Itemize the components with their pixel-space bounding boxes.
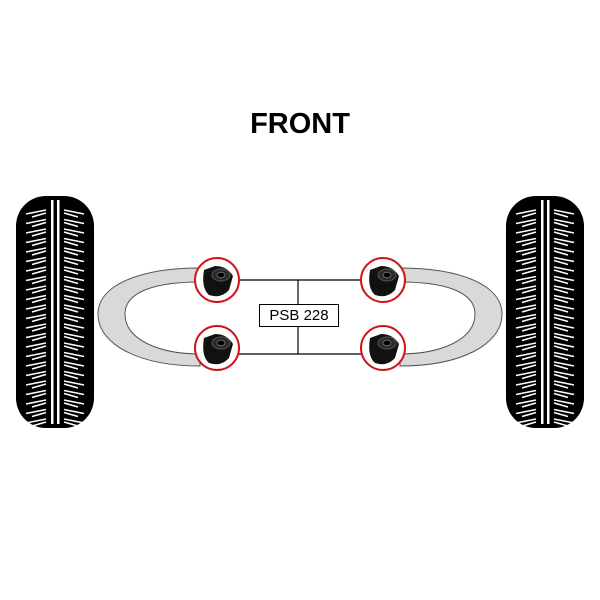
left-tire	[15, 195, 95, 429]
left-control-arm	[97, 267, 201, 367]
bushing-front-left	[194, 257, 240, 303]
part-number-label: PSB 228	[259, 304, 339, 327]
bushing-rear-left	[194, 325, 240, 371]
bushing-front-right	[360, 257, 406, 303]
diagram-title: FRONT	[250, 108, 350, 140]
right-tire	[505, 195, 585, 429]
bushing-rear-right	[360, 325, 406, 371]
right-control-arm	[399, 267, 503, 367]
